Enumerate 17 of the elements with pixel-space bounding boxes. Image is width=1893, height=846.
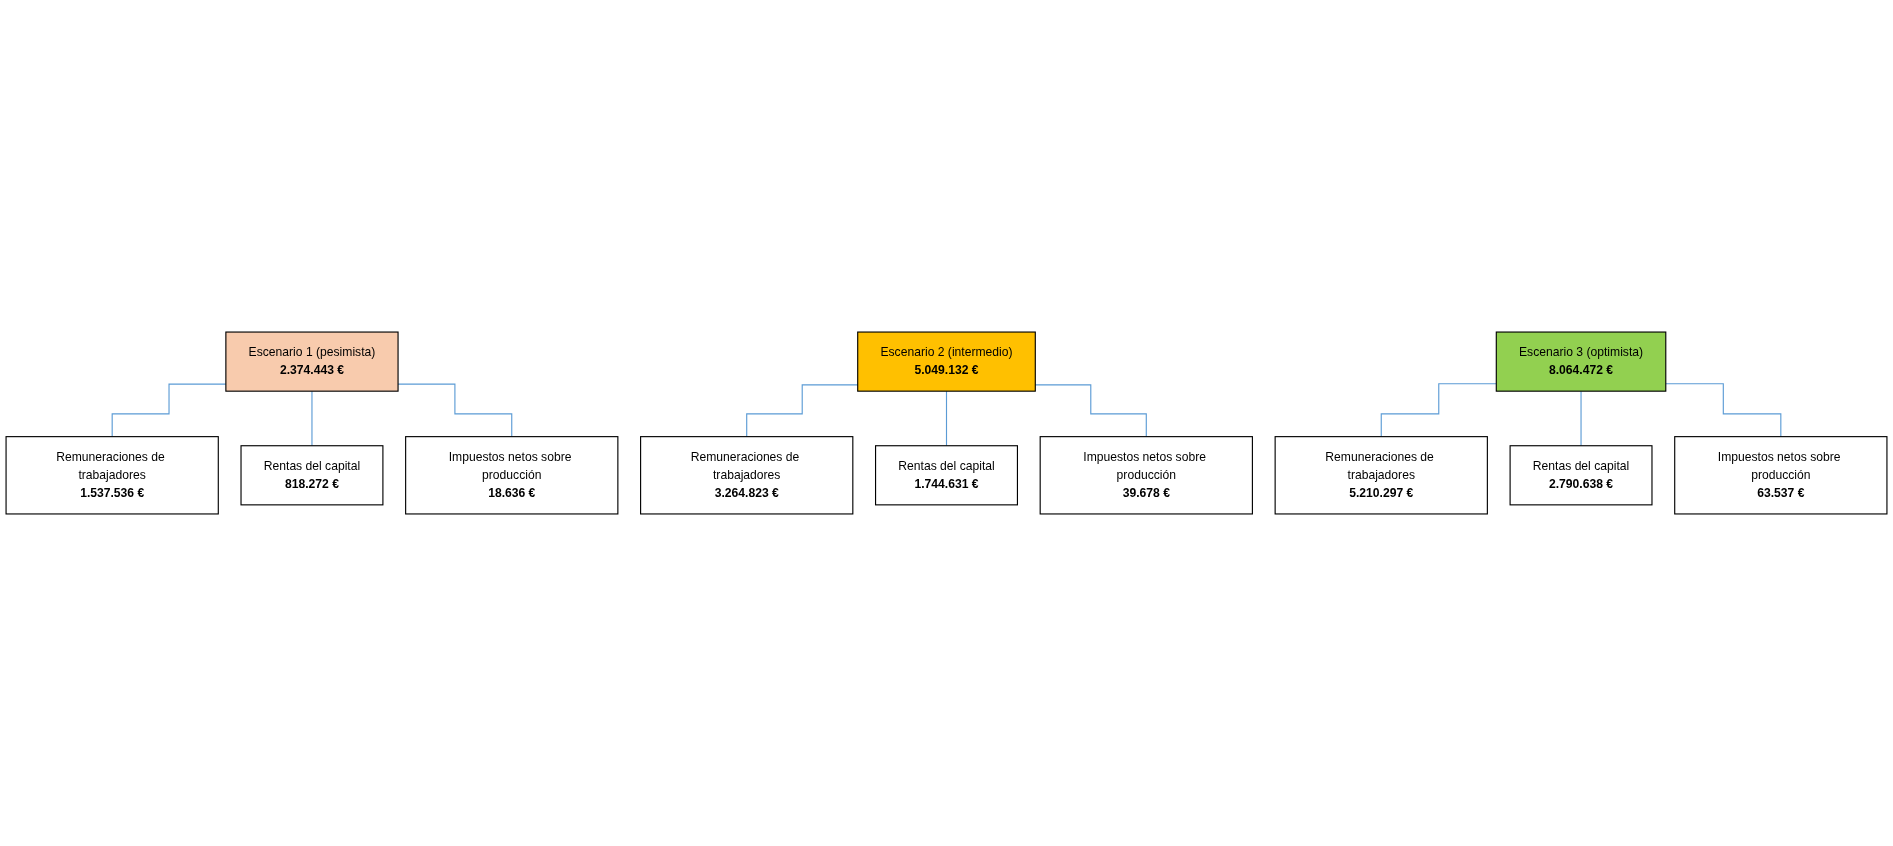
node-box: Remuneraciones de trabajadores 1.537.536 € (5, 436, 219, 515)
node-box: Escenario 3 (optimista) 8.064.472 € (1495, 331, 1667, 392)
node-box: Remuneraciones de trabajadores 5.210.297 € (1274, 436, 1488, 515)
connector (311, 390, 313, 447)
node-box: Rentas del capital 818.272 € (240, 445, 384, 506)
connector (1380, 383, 1497, 438)
node-box: Impuestos netos sobre producción 39.678 € (1039, 436, 1253, 515)
node-box: Remuneraciones de trabajadores 3.264.823 € (640, 436, 854, 515)
connector (945, 390, 948, 447)
node-box: Impuestos netos sobre producción 63.537 € (1674, 436, 1888, 515)
node-box: Escenario 2 (intermedio) 5.049.132 € (857, 331, 1036, 392)
node-box: Impuestos netos sobre producción 18.636 € (405, 436, 619, 515)
connector (1665, 383, 1782, 438)
node-box: Escenario 1 (pesimista) 2.374.443 € (225, 331, 399, 392)
node-box: Rentas del capital 2.790.638 € (1509, 445, 1653, 506)
connector (1580, 390, 1582, 447)
node-box: Rentas del capital 1.744.631 € (875, 445, 1018, 506)
